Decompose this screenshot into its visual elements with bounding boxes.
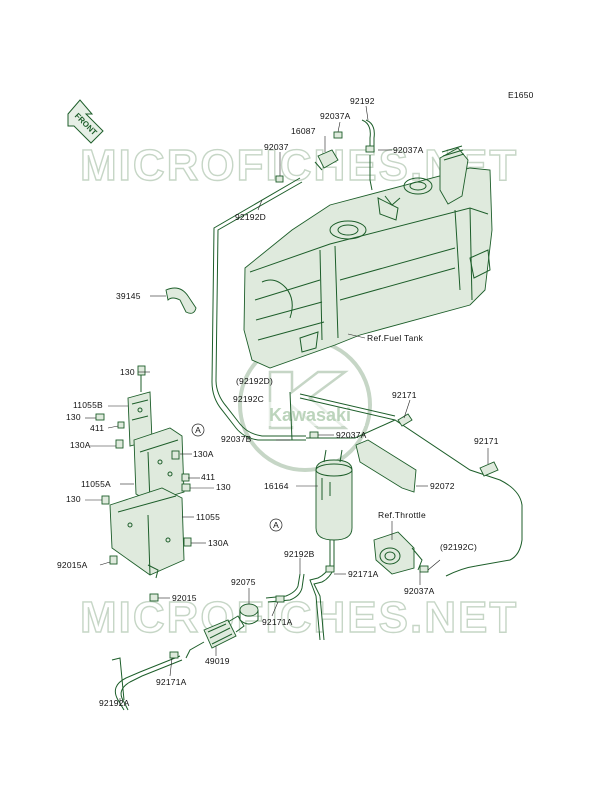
- ref-throttle: Ref.Throttle: [378, 510, 426, 520]
- label-92037A-mid: 92037A: [336, 430, 367, 440]
- throttle-body: [373, 531, 429, 575]
- clamp-92037A-a: [365, 145, 375, 153]
- label-11055A: 11055A: [81, 479, 111, 489]
- label-92192C: 92192C: [233, 394, 264, 404]
- fuel-tank: [243, 145, 493, 369]
- label-16087: 16087: [291, 126, 316, 136]
- label-92192D-paren: (92192D): [236, 376, 273, 386]
- label-92037A-low: 92037A: [404, 586, 435, 596]
- label-130-d: 130: [66, 494, 81, 504]
- label-92171-b: 92171: [474, 436, 499, 446]
- canister-16164: [309, 431, 353, 541]
- label-92075: 92075: [231, 577, 256, 587]
- label-130A-b: 130A: [193, 449, 214, 459]
- label-92171A-b: 92171A: [262, 617, 293, 627]
- clamp-92037: [275, 175, 284, 183]
- clip-39145: [165, 287, 197, 314]
- bolt-set: [95, 365, 192, 602]
- hose-92192C: [306, 419, 523, 577]
- ref-fuel-tank: Ref.Fuel Tank: [367, 333, 424, 343]
- label-92192C-paren: (92192C): [440, 542, 477, 552]
- label-11055: 11055: [196, 512, 220, 522]
- label-92171A-a: 92171A: [348, 569, 379, 579]
- label-49019: 49019: [205, 656, 230, 666]
- label-92015: 92015: [172, 593, 197, 603]
- label-92037A-top: 92037A: [320, 111, 351, 121]
- callout-a-upper-text: A: [195, 425, 201, 435]
- label-11055B: 11055B: [73, 400, 103, 410]
- hose-92192D: [211, 177, 306, 441]
- label-92192B: 92192B: [284, 549, 315, 559]
- label-92037B: 92037B: [221, 434, 252, 444]
- label-130A-a: 130A: [70, 440, 91, 450]
- label-92171A-c: 92171A: [156, 677, 187, 687]
- label-92192A: 92192A: [99, 698, 130, 708]
- label-92192-top: 92192: [350, 96, 375, 106]
- label-39145: 39145: [116, 291, 141, 301]
- label-92072: 92072: [430, 481, 455, 491]
- label-92037-top: 92037: [264, 142, 289, 152]
- label-130-top: 130: [120, 367, 135, 377]
- callout-a-lower-text: A: [273, 520, 279, 530]
- leader-lines: [85, 105, 489, 706]
- fuel-filter-49019: [185, 615, 245, 659]
- watermark-bottom: MICROFICHES.NET: [80, 593, 518, 642]
- bracket-11055: [109, 487, 185, 579]
- label-411-a: 411: [90, 423, 104, 433]
- label-411-b: 411: [201, 472, 215, 482]
- callout-a-lower: A: [269, 518, 283, 532]
- kawasaki-logo: Kawasaki: [238, 338, 372, 472]
- fitting-16087: [314, 149, 339, 171]
- front-arrow-icon: FRONT: [67, 99, 104, 144]
- clamp-92037A-b: [333, 131, 343, 139]
- clip-92171-b: [479, 461, 499, 477]
- label-92015A: 92015A: [57, 560, 88, 570]
- strap-92072: [355, 439, 417, 493]
- diagram-code: E1650: [508, 90, 534, 100]
- label-130A-c: 130A: [208, 538, 229, 548]
- bracket-11055A: [133, 427, 185, 503]
- part-92075: [239, 603, 259, 625]
- kawasaki-logo-text: Kawasaki: [269, 405, 351, 425]
- hose-92192-top: [361, 119, 371, 152]
- label-92037A-tank: 92037A: [393, 145, 424, 155]
- label-16164: 16164: [264, 481, 289, 491]
- callout-a-upper: A: [191, 423, 205, 437]
- label-130-c: 130: [216, 482, 231, 492]
- part-labels: 92192 92037A 16087 92037 92037A 92192D 3…: [57, 96, 499, 708]
- hose-92192A: [114, 655, 181, 711]
- label-130-b: 130: [66, 412, 81, 422]
- label-92171-a: 92171: [392, 390, 417, 400]
- label-92192D: 92192D: [235, 212, 266, 222]
